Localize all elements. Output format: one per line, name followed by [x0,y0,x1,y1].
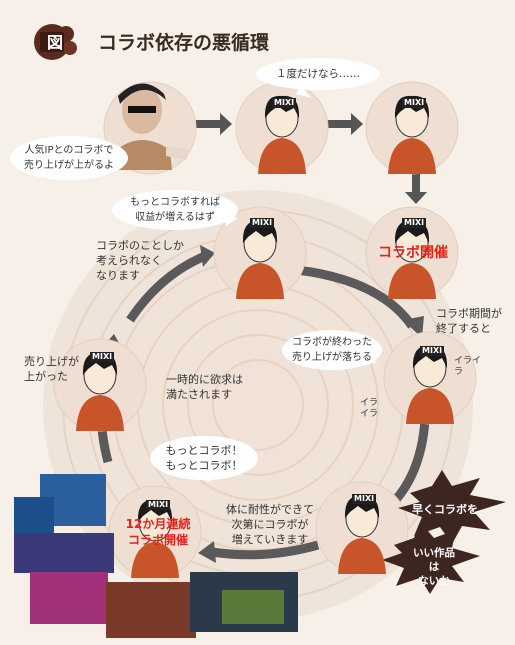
text-quick-collab: 早くコラボを [412,503,478,516]
bubble-popular-ip: 人気IPとのコラボで 売り上げが上がるよ [10,136,128,180]
shirt [76,395,124,431]
logo-mixi-8: MIXI [352,494,377,504]
page-title: コラボ依存の悪循環 [98,32,270,54]
title-badge [34,24,77,60]
text-after-period: コラボ期間が 終了すると [436,307,502,335]
text-twelve-months: 12か月連続 コラボ開催 [125,517,191,547]
people [114,83,190,170]
stress-bursts [382,470,506,594]
shirt [258,138,306,174]
bubble-more-more: もっとコラボ！ もっとコラボ！ [150,436,258,480]
shirt [131,542,179,578]
game-screenshots [14,474,298,638]
person-photo [114,83,190,170]
logo-mixi-4: MIXI [402,218,427,228]
bubble-more-collab: もっとコラボすれば 収益が増えるはず [112,190,238,230]
shirt [338,538,386,574]
text-sales-up: 売り上げが 上がった [24,355,79,383]
text-cant-think: コラボのことしか 考えられなく なります [96,239,184,282]
logo-mixi-3: MIXI [250,218,275,228]
shirt [236,263,284,299]
text-good-title: いい作品は ないか [413,547,455,587]
text-irritated-2: イラ イラ [360,398,379,419]
text-irritated-1: イライラ [454,356,482,377]
shirt [388,138,436,174]
bubble-once: １度だけなら…… [256,58,380,90]
text-tolerance: 体に耐性ができて 次第にコラボが 増えていきます [226,503,314,546]
logo-mixi-7: MIXI [146,500,171,510]
bubble-sales-drop: コラボが終わった 売り上げが落ちる [282,330,382,370]
shirt [388,263,436,299]
logo-mixi-1: MIXI [272,98,297,108]
logo-mixi-5: MIXI [420,346,445,356]
logo-mixi-6: MIXI [90,352,115,362]
logo-mixi-2: MIXI [402,98,427,108]
top-arrows [196,113,427,204]
title-badge-label: 図 [47,33,64,52]
text-collab-open: コラボ開催 [378,245,448,261]
text-satisfied: 一時的に欲求は 満たされます [166,373,243,401]
shirt [406,388,454,424]
